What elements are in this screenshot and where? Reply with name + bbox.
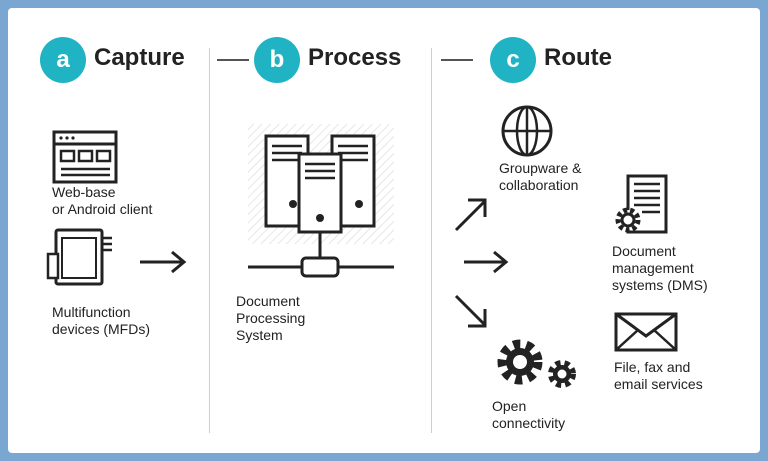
arrow-down-right-icon <box>454 294 487 328</box>
globe-icon <box>501 105 553 157</box>
stage-divider <box>431 48 432 433</box>
browser-window-icon <box>52 130 118 184</box>
mfd-label: Multifunction devices (MFDs) <box>52 304 151 337</box>
stage-a-badge: a <box>40 37 86 83</box>
arrow-up-right-icon <box>454 198 487 232</box>
email-services-label: File, fax and email services <box>614 359 703 392</box>
groupware-label: Groupware & collaboration <box>499 160 582 193</box>
stage-a-title: Capture <box>94 44 185 71</box>
connector-dash <box>217 59 249 61</box>
stage-b-badge: b <box>254 37 300 83</box>
gears-icon <box>497 339 576 388</box>
document-gear-icon <box>615 174 668 234</box>
multifunction-printer-icon <box>46 228 112 286</box>
open-connectivity-label: Open connectivity <box>492 398 566 431</box>
stage-divider <box>209 48 210 433</box>
stage-c-badge: c <box>490 37 536 83</box>
envelope-icon <box>614 312 678 352</box>
processing-system-label: Document Processing System <box>236 293 306 343</box>
stage-c-title: Route <box>544 44 612 71</box>
server-rack-icon <box>248 124 394 278</box>
connector-dash <box>441 59 473 61</box>
dms-label: Document management systems (DMS) <box>612 243 708 293</box>
stage-b-title: Process <box>308 44 402 71</box>
client-label: Web-base or Android client <box>52 184 153 217</box>
arrow-right-icon <box>140 250 187 274</box>
diagram-canvas: a Capture b Process c Route Web-base or … <box>8 8 760 453</box>
arrow-right-icon <box>464 250 509 274</box>
